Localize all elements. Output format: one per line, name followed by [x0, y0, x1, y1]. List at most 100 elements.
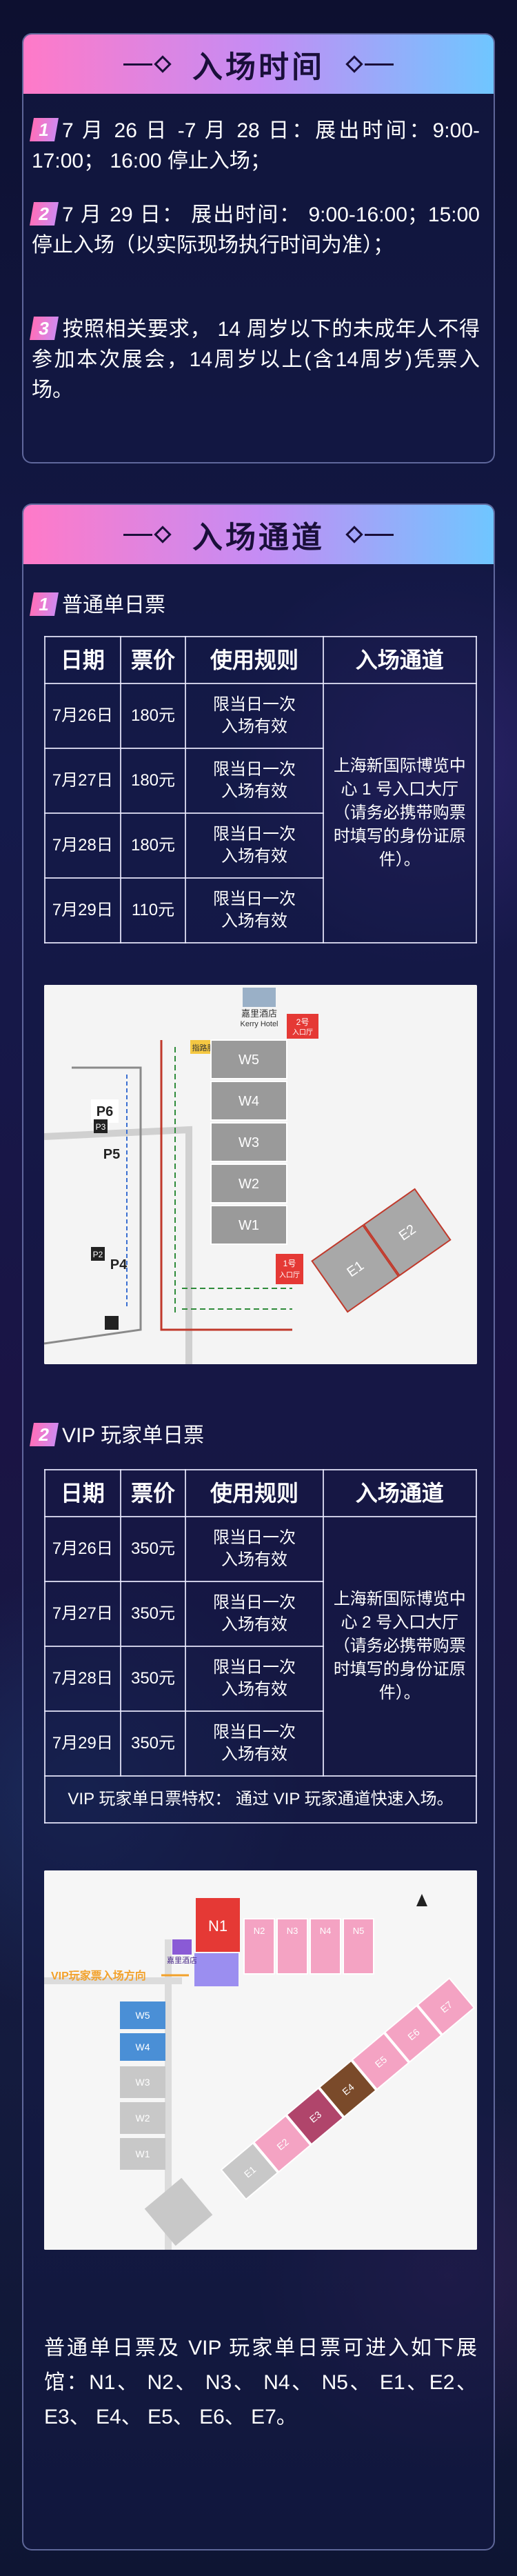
w-halls: W5 W4 W3 W2 W1 — [120, 2001, 165, 2170]
svg-text:W1: W1 — [136, 2148, 150, 2159]
table-row: 7月29日 350元 限当日一次入场有效 — [44, 1710, 476, 1777]
parking-markers: P6 P5 P4 P3 P2 — [91, 1099, 128, 1330]
cell-date: 7月28日 — [44, 812, 121, 879]
right-diamond-decoration — [344, 55, 394, 73]
header-date: 日期 — [44, 1469, 121, 1517]
svg-text:W3: W3 — [136, 2077, 150, 2088]
svg-text:入口厅: 入口厅 — [292, 1029, 313, 1037]
admission-time-header: 入场时间 — [23, 34, 494, 94]
table-row: 7月26日 350元 限当日一次入场有效 上海新国际博览中心 2 号入口大厅（请… — [44, 1516, 478, 1777]
vip-ticket-table: 日期 票价 使用规则 入场通道 7月26日 350元 限当日一次入场有效 上海新… — [44, 1469, 478, 1824]
admission-item-text: 按照相关要求， 14 周岁以下的未成年人不得参加本次展会，14周岁以上(含14周… — [32, 318, 480, 401]
cell-date: 7月29日 — [44, 1710, 121, 1777]
cell-rule: 限当日一次入场有效 — [185, 683, 324, 749]
header-rule: 使用规则 — [185, 1469, 324, 1517]
table-row: 7月28日 180元 限当日一次入场有效 — [44, 812, 476, 879]
admission-time-title: 入场时间 — [192, 50, 325, 84]
svg-text:W1: W1 — [239, 1218, 259, 1233]
cell-price: 350元 — [119, 1710, 187, 1777]
table-row: 7月28日 350元 限当日一次入场有效 — [44, 1646, 476, 1712]
cell-price: 180元 — [119, 812, 187, 879]
svg-text:P5: P5 — [103, 1147, 120, 1162]
svg-text:W5: W5 — [239, 1052, 259, 1068]
svg-text:W4: W4 — [239, 1094, 259, 1109]
cell-price: 350元 — [119, 1646, 187, 1712]
header-rule: 使用规则 — [185, 636, 324, 684]
cell-rule: 限当日一次入场有效 — [185, 877, 324, 943]
svg-text:N2: N2 — [254, 1926, 265, 1936]
header-price: 票价 — [119, 636, 187, 684]
admission-item-text: 7 月 29 日： 展出时间： 9:00-16:00；15:00 停止入场（以实… — [32, 203, 480, 257]
table-row: 7月27日 180元 限当日一次入场有效 — [44, 748, 476, 814]
header-date: 日期 — [44, 636, 121, 684]
svg-text:W4: W4 — [136, 2041, 150, 2053]
item-number-badge: 2 — [30, 1423, 59, 1446]
table-row: VIP 玩家单日票特权： 通过 VIP 玩家通道快速入场。 — [44, 1775, 477, 1824]
regular-ticket-label: 普通单日票 — [62, 594, 165, 617]
north-arrow-icon — [416, 1894, 427, 1906]
cell-rule: 限当日一次入场有效 — [185, 1646, 324, 1712]
hotel-name-en: Kerry Hotel — [240, 1020, 278, 1028]
svg-text:N4: N4 — [320, 1926, 332, 1936]
table-header-row: 日期 票价 使用规则 入场通道 — [44, 636, 478, 684]
cell-date: 7月26日 — [44, 1516, 121, 1582]
regular-ticket-table: 日期 票价 使用规则 入场通道 7月26日 180元 限当日一次入场有效 上海新… — [44, 636, 478, 943]
cell-date: 7月27日 — [44, 748, 121, 814]
cell-price: 110元 — [119, 877, 187, 943]
vip-direction-label: VIP玩家票入场方向 — [51, 1969, 146, 1982]
cell-price: 180元 — [119, 683, 187, 749]
svg-text:2号: 2号 — [296, 1017, 310, 1027]
regular-entrance-map: 嘉里酒店 Kerry Hotel 2号 入口厅 指路服务处 W5 W4 W3 W… — [44, 985, 477, 1364]
admission-channel-title: 入场通道 — [192, 521, 325, 555]
svg-text:入口厅: 入口厅 — [279, 1272, 300, 1279]
cell-date: 7月27日 — [44, 1581, 121, 1647]
w-halls: W5 W4 W3 W2 W1 — [210, 1039, 287, 1245]
item-number-badge: 2 — [30, 202, 59, 226]
table-row: 7月29日 110元 限当日一次入场有效 — [44, 877, 476, 943]
entrance-1-marker — [276, 1254, 303, 1284]
svg-text:P2: P2 — [93, 1250, 103, 1259]
e-halls: E1 E2 E3 E4 E5 E6 E7 — [220, 1977, 476, 2201]
table-header-row: 日期 票价 使用规则 入场通道 — [44, 1469, 478, 1517]
svg-text:N1: N1 — [208, 1917, 227, 1935]
cell-rule: 限当日一次入场有效 — [185, 1516, 324, 1582]
item-number-badge: 1 — [30, 592, 59, 616]
svg-text:P4: P4 — [110, 1257, 128, 1272]
cell-price: 180元 — [119, 748, 187, 814]
n-halls: N1 N2 N3 N4 N5 — [194, 1898, 374, 1986]
svg-text:P3: P3 — [96, 1122, 106, 1132]
table-row: 7月27日 350元 限当日一次入场有效 — [44, 1581, 476, 1647]
cell-rule: 限当日一次入场有效 — [185, 1581, 324, 1647]
hotel-name-cn: 嘉里酒店 — [167, 1955, 197, 1965]
svg-text:W3: W3 — [239, 1135, 259, 1150]
header-entrance: 入场通道 — [322, 1469, 478, 1517]
header-entrance: 入场通道 — [322, 636, 478, 684]
cell-price: 350元 — [119, 1581, 187, 1647]
entrance-2-marker — [287, 1014, 318, 1039]
cell-rule: 限当日一次入场有效 — [185, 1710, 324, 1777]
left-diamond-decoration — [123, 526, 173, 543]
svg-text:N5: N5 — [353, 1926, 365, 1936]
header-price: 票价 — [119, 1469, 187, 1517]
venue-map-2: N1 N2 N3 N4 N5 嘉里酒店 VIP玩家票入场方向 W5 — [44, 1870, 477, 2250]
hotel-building-icon — [172, 1939, 192, 1955]
cell-date: 7月28日 — [44, 1646, 121, 1712]
svg-text:P6: P6 — [97, 1104, 113, 1119]
svg-text:W2: W2 — [136, 2113, 150, 2124]
admission-item-text: 7 月 26 日 -7 月 28 日：展出时间：9:00-17:00； 16:0… — [32, 119, 480, 172]
admission-channel-header: 入场通道 — [23, 505, 494, 564]
vip-entrance-map: N1 N2 N3 N4 N5 嘉里酒店 VIP玩家票入场方向 W5 — [44, 1870, 477, 2250]
cell-entrance: 上海新国际博览中心 1 号入口大厅（请务必携带购票时填写的身份证原件）。 — [322, 683, 478, 943]
vip-privilege-note: VIP 玩家单日票特权： 通过 VIP 玩家通道快速入场。 — [44, 1775, 477, 1824]
e-halls: E1 E2 — [311, 1188, 452, 1313]
svg-text:N3: N3 — [287, 1926, 298, 1936]
table-row: 7月26日 180元 限当日一次入场有效 上海新国际博览中心 1 号入口大厅（请… — [44, 683, 478, 943]
svg-text:1号: 1号 — [283, 1259, 296, 1268]
